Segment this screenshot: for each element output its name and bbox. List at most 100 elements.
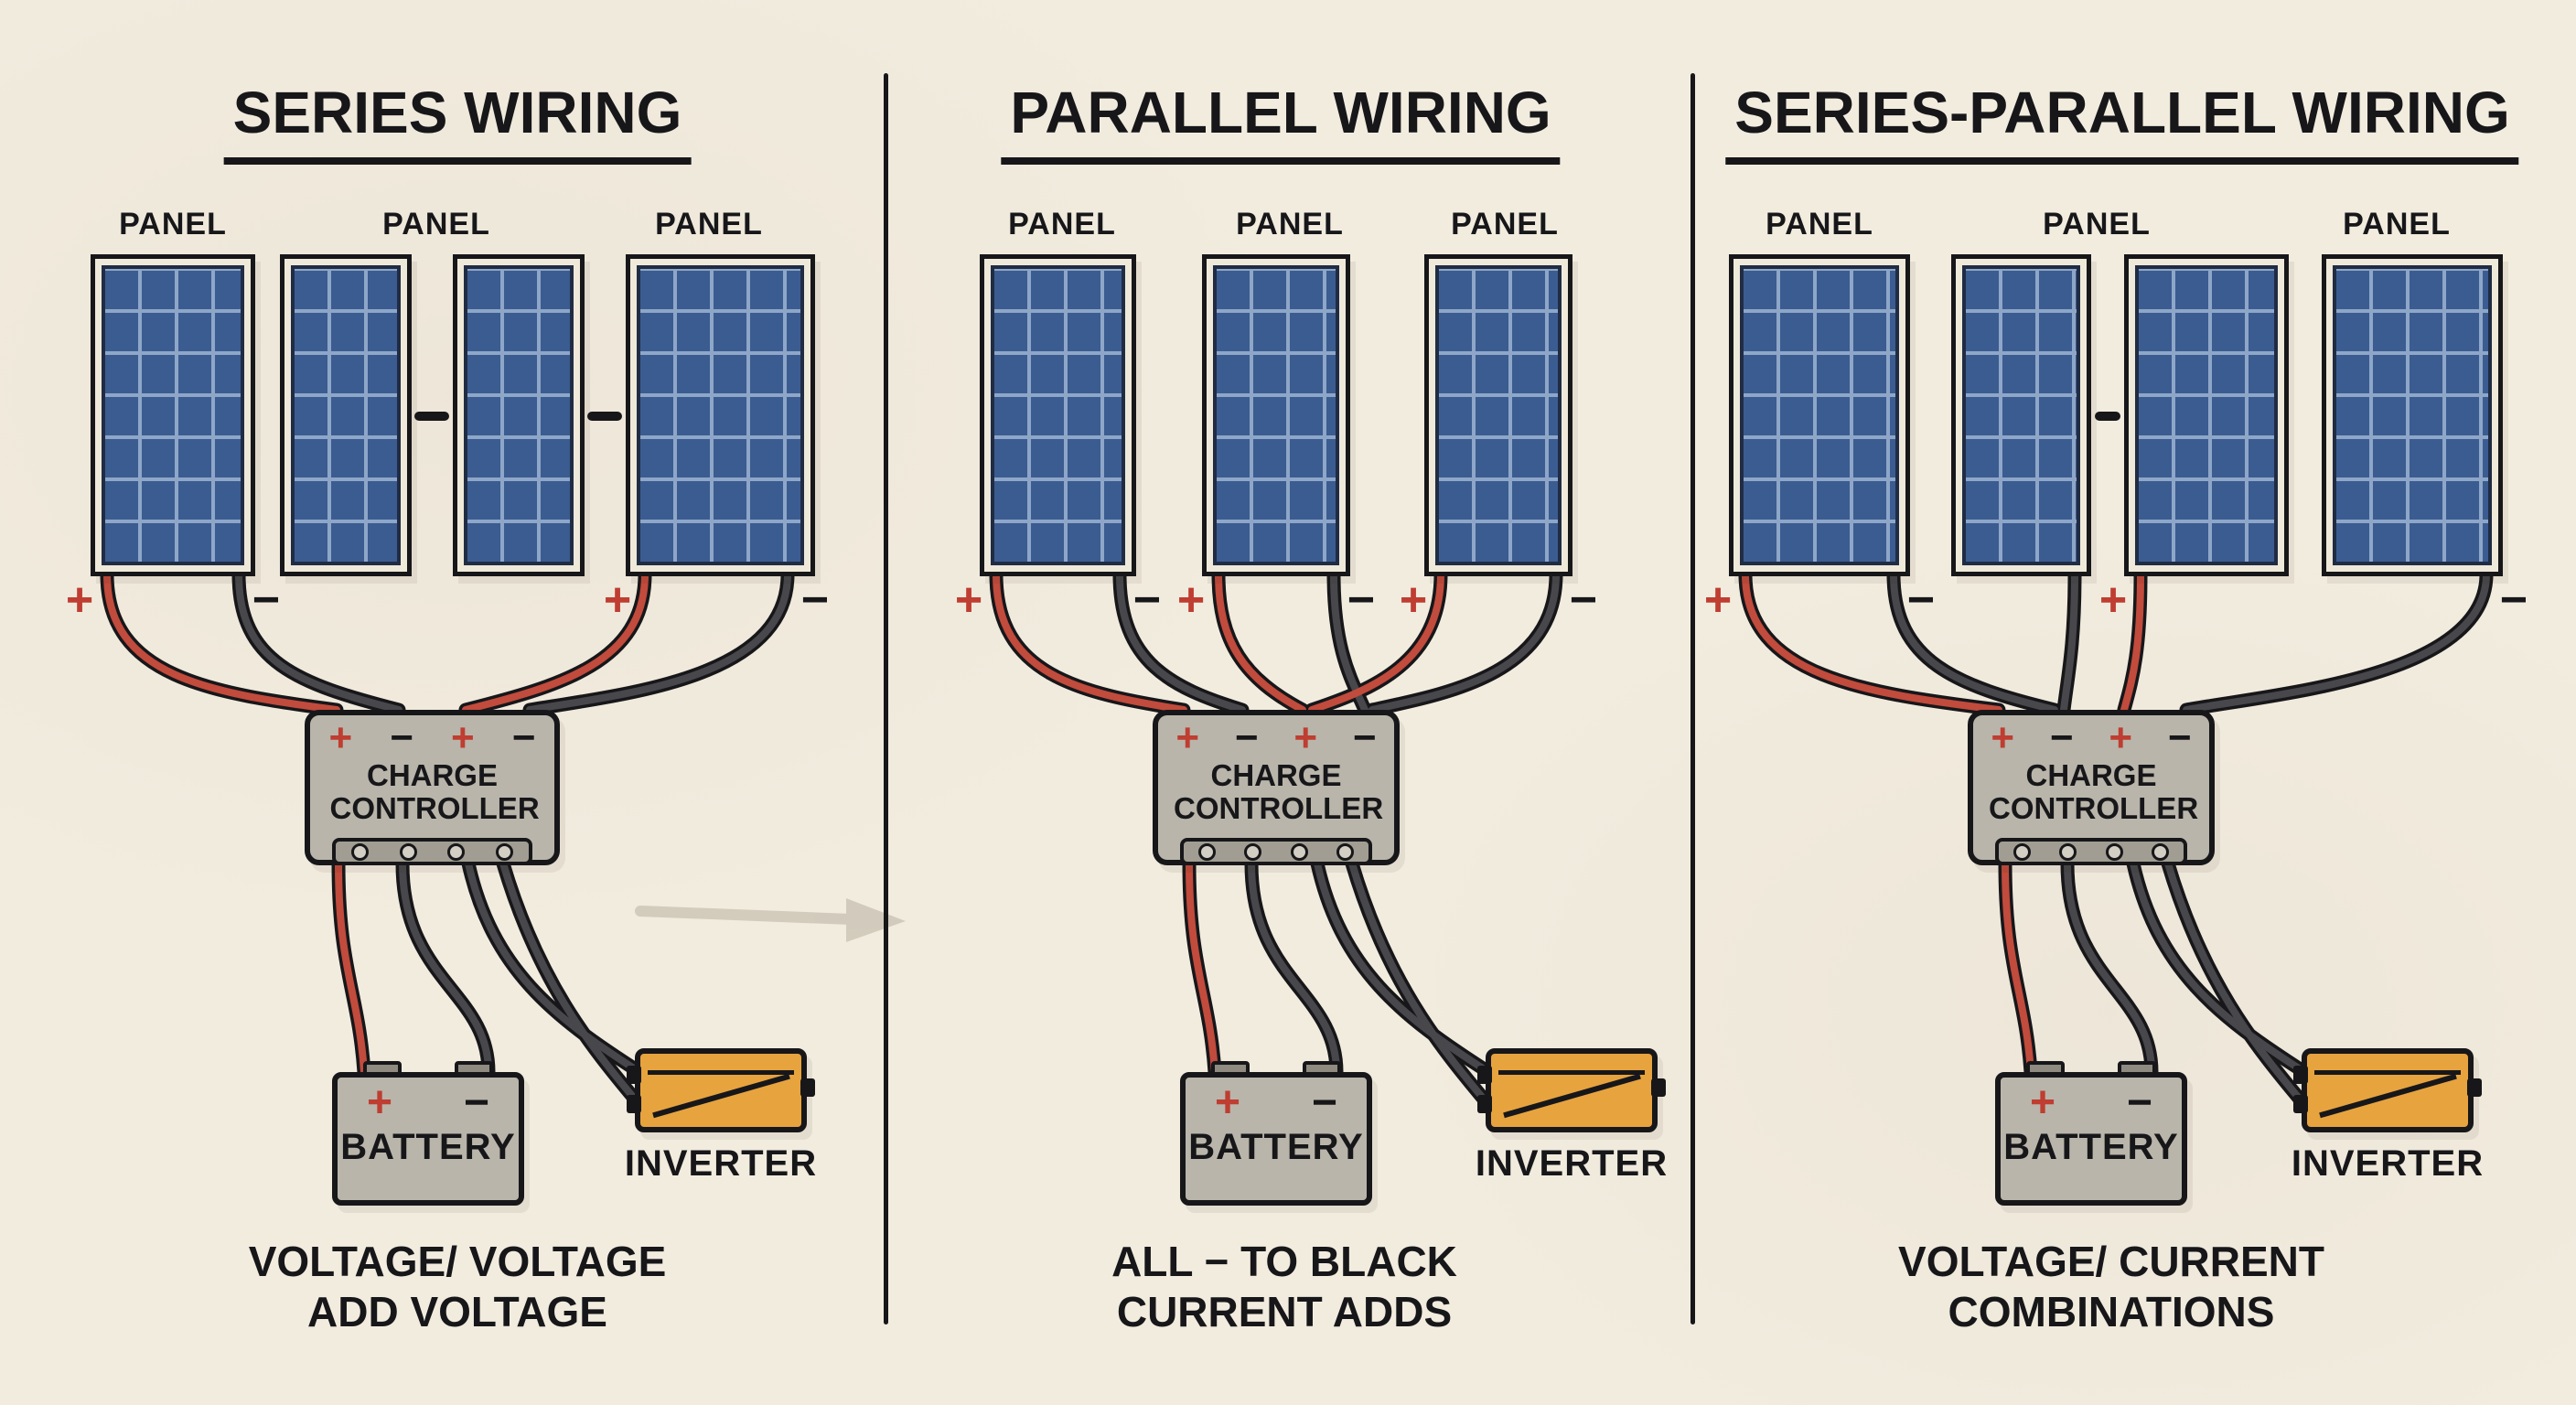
battery-terminal-nub <box>1303 1061 1342 1076</box>
inverter-terminal-nub <box>627 1094 641 1113</box>
solar-panel <box>2322 254 2503 576</box>
solar-panel <box>1729 254 1910 576</box>
minus-terminal-label: − <box>511 715 536 760</box>
screw-terminal <box>2012 842 2031 861</box>
battery-label: BATTERY <box>340 1127 516 1167</box>
minus-terminal-label: − <box>800 574 830 627</box>
solar-panel <box>1424 254 1572 576</box>
caption-line: VOLTAGE/ CURRENT <box>1898 1238 2324 1285</box>
solar-cells <box>464 265 574 565</box>
screw-terminal <box>1336 842 1355 861</box>
series-link-dash <box>2095 412 2120 421</box>
screw-terminal <box>399 842 417 861</box>
solar-panel <box>980 254 1136 576</box>
caption-line: ALL − TO BLACK <box>1111 1238 1457 1285</box>
screw-terminal <box>496 842 514 861</box>
charge-controller: + − + − CHARGE CONTROLLER <box>305 710 560 865</box>
screw-terminal <box>2105 842 2123 861</box>
flow-arrow-icon <box>635 898 906 942</box>
terminal-strip <box>332 838 532 865</box>
minus-terminal-label: − <box>1352 715 1377 760</box>
solar-cells <box>2333 265 2492 565</box>
caption: ALL − TO BLACK CURRENT ADDS <box>1111 1237 1457 1337</box>
battery-terminals: + − <box>2001 1079 2182 1127</box>
minus-terminal-label: − <box>1906 574 1936 627</box>
caption-line: COMBINATIONS <box>1948 1288 2275 1335</box>
controller-label: CHARGE CONTROLLER <box>329 758 540 825</box>
screw-terminal <box>1197 842 1216 861</box>
battery-terminal-nub <box>1210 1061 1250 1076</box>
plus-terminal-label: + <box>1176 574 1206 627</box>
inverter-terminal-nub <box>1651 1078 1666 1098</box>
solar-cells <box>637 265 804 565</box>
plus-terminal-label: + <box>451 715 475 760</box>
screw-terminal <box>2152 842 2170 861</box>
inverter-terminal-nub <box>1477 1094 1492 1113</box>
plus-terminal-label: + <box>367 1078 393 1127</box>
controller-terminals: + − + − <box>1973 717 2209 759</box>
battery-terminal-nub <box>455 1061 494 1076</box>
minus-terminal-label: − <box>2126 1078 2152 1127</box>
solar-cells <box>291 265 401 565</box>
charge-controller: + − + − CHARGE CONTROLLER <box>1153 710 1400 865</box>
caption-line: VOLTAGE/ VOLTAGE <box>248 1238 667 1285</box>
battery-terminal-nub <box>362 1061 402 1076</box>
panel-label: PANEL <box>382 207 490 241</box>
plus-terminal-label: + <box>1991 715 2015 760</box>
minus-terminal-label: − <box>463 1078 489 1127</box>
column-divider <box>884 73 888 1325</box>
minus-terminal-label: − <box>1311 1078 1337 1127</box>
caption: VOLTAGE/ CURRENT COMBINATIONS <box>1898 1237 2324 1337</box>
inverter-terminal-nub <box>1477 1065 1492 1084</box>
panel-label: PANEL <box>1008 207 1116 241</box>
section-title: PARALLEL WIRING <box>1001 79 1561 165</box>
controller-terminals: + − + − <box>310 717 554 759</box>
battery: + − BATTERY <box>332 1061 524 1206</box>
minus-terminal-label: − <box>1234 715 1259 760</box>
screw-terminal <box>1244 842 1262 861</box>
panel-label: PANEL <box>1766 207 1873 241</box>
minus-terminal-label: − <box>2167 715 2192 760</box>
charge-controller: + − + − CHARGE CONTROLLER <box>1968 710 2215 865</box>
plus-terminal-label: + <box>603 574 632 627</box>
battery: + − BATTERY <box>1180 1061 1372 1206</box>
screw-terminal <box>447 842 466 861</box>
solar-cells <box>1435 265 1562 565</box>
panel-label: PANEL <box>119 207 227 241</box>
panel-label: PANEL <box>2043 207 2151 241</box>
plus-terminal-label: + <box>1175 715 1200 760</box>
caption-line: ADD VOLTAGE <box>307 1288 607 1335</box>
solar-panel <box>453 254 585 576</box>
plus-terminal-label: + <box>2030 1078 2056 1127</box>
solar-cells <box>1740 265 1899 565</box>
section-title: SERIES-PARALLEL WIRING <box>1725 79 2519 165</box>
solar-cells <box>2135 265 2278 565</box>
plus-terminal-label: + <box>1399 574 1428 627</box>
series-link-dash <box>587 412 622 421</box>
inverter-terminal-nub <box>627 1065 641 1084</box>
solar-panel <box>2124 254 2289 576</box>
panel-label: PANEL <box>2343 207 2451 241</box>
battery-terminals: + − <box>338 1079 519 1127</box>
minus-terminal-label: − <box>1132 574 1162 627</box>
plus-terminal-label: + <box>2098 574 2128 627</box>
inverter-terminal-nub <box>2293 1065 2308 1084</box>
minus-terminal-label: − <box>2049 715 2074 760</box>
screw-terminal <box>350 842 369 861</box>
inverter-terminal-nub <box>2293 1094 2308 1113</box>
plus-terminal-label: + <box>65 574 94 627</box>
solar-cells <box>1213 265 1339 565</box>
battery-label: BATTERY <box>2003 1127 2179 1167</box>
solar-cells <box>991 265 1125 565</box>
inverter-terminal-nub <box>800 1078 815 1098</box>
panel-label: PANEL <box>655 207 763 241</box>
solar-cells <box>102 265 244 565</box>
plus-terminal-label: + <box>1215 1078 1241 1127</box>
solar-panel <box>626 254 815 576</box>
minus-terminal-label: − <box>252 574 281 627</box>
minus-terminal-label: − <box>1347 574 1376 627</box>
solar-panel <box>1951 254 2091 576</box>
controller-label: CHARGE CONTROLLER <box>1174 758 1384 825</box>
controller-label: CHARGE CONTROLLER <box>1989 758 2199 825</box>
